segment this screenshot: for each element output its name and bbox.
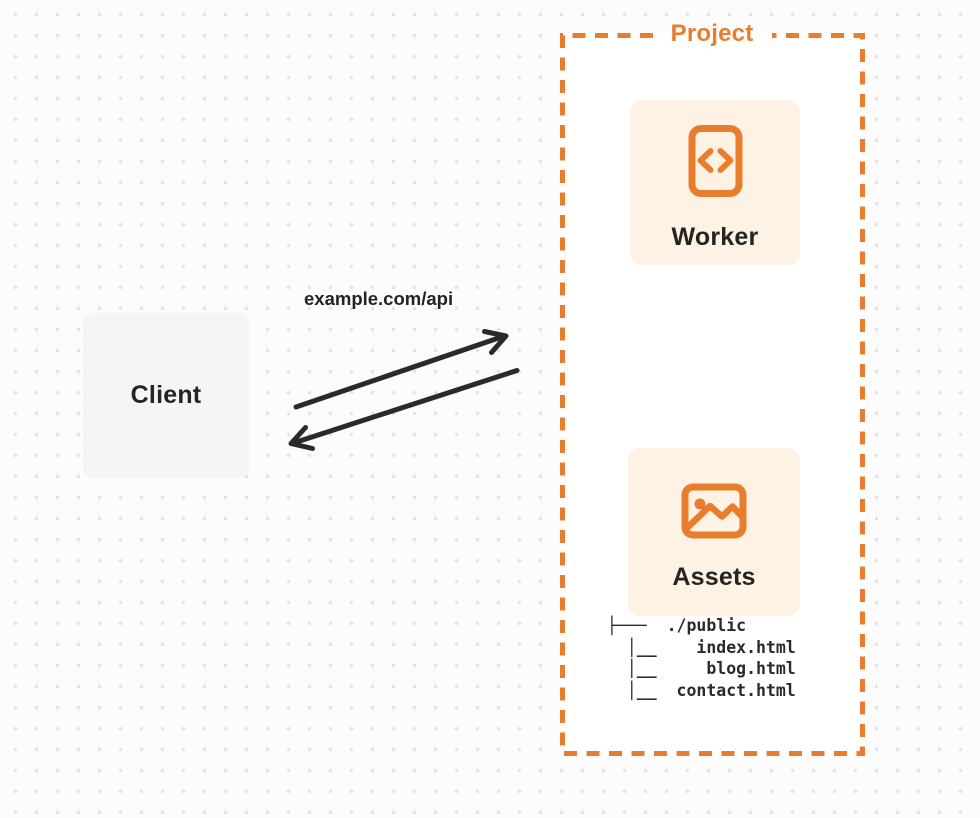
project-group-label: Project (670, 19, 754, 47)
response-arrow-shaft (291, 368, 520, 446)
code-document-icon (688, 125, 743, 197)
worker-label: Worker (671, 223, 759, 251)
request-url-label: example.com/api (304, 288, 454, 309)
file-tree-line-public: ├─── ./public (607, 616, 747, 635)
client-node: Client (83, 313, 249, 478)
project-dashed-border (560, 33, 865, 756)
file-tree-line-contact: │__ contact.html (607, 681, 796, 701)
request-arrow-shaft (293, 334, 506, 410)
response-arrowhead (288, 425, 315, 451)
assets-file-tree: ├─── ./public │__ index.html │__ blog.ht… (607, 615, 796, 702)
file-tree-line-index: │__ index.html (607, 637, 796, 657)
request-arrowhead (482, 329, 509, 355)
client-label: Client (130, 381, 202, 409)
image-icon (681, 483, 747, 539)
assets-node: Assets (628, 448, 800, 616)
worker-node: Worker (630, 100, 800, 265)
file-tree-line-blog: │__ blog.html (607, 659, 796, 679)
assets-label: Assets (672, 563, 756, 591)
